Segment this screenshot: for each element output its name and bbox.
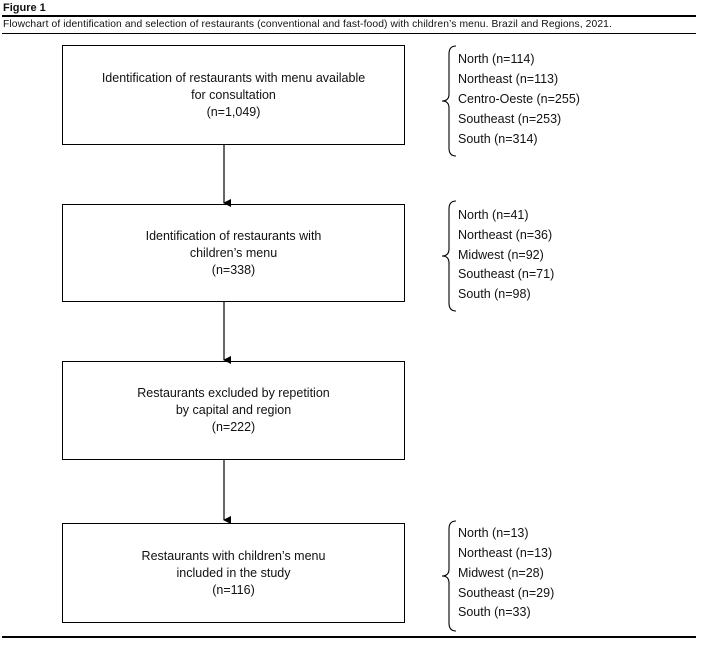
step3-line1: Restaurants excluded by repetition: [137, 386, 330, 400]
step3-box: Restaurants excluded by repetition by ca…: [62, 361, 405, 460]
step4-line2: included in the study: [176, 565, 291, 580]
region-item: Southeast (n=253): [458, 112, 562, 126]
region-item: Southeast (n=29): [458, 586, 555, 600]
region-item: Northeast (n=113): [458, 72, 559, 86]
step1-line1: Identification of restaurants with menu …: [101, 70, 366, 85]
region-item: Midwest (n=28): [458, 566, 544, 580]
region-item: Southeast (n=71): [458, 267, 555, 281]
step4-line1: Restaurants with children’s menu: [141, 548, 326, 563]
region-item: South (n=98): [458, 287, 531, 301]
bottom-rule: [2, 636, 696, 638]
brace-step1: [441, 45, 457, 157]
step4-count: (n=116): [212, 582, 255, 597]
brace-step4: [441, 520, 457, 632]
step4-box: Restaurants with children’s menu include…: [62, 523, 405, 623]
region-item: Midwest (n=92): [458, 248, 544, 262]
step3-count: (n=222): [211, 420, 256, 434]
step2-count: (n=338): [211, 262, 256, 277]
caption-rule: [2, 33, 696, 34]
region-item: South (n=33): [458, 605, 531, 619]
region-item: North (n=13): [458, 526, 529, 540]
figure-label: Figure 1: [3, 2, 46, 14]
brace-step2: [441, 200, 457, 312]
region-item: Northeast (n=36): [458, 228, 553, 242]
step2-line2: children’s menu: [189, 245, 278, 260]
region-item: Centro-Oeste (n=255): [458, 92, 580, 106]
region-item: North (n=41): [458, 208, 529, 222]
step1-line2: for consultation: [191, 87, 276, 102]
step2-box: Identification of restaurants with child…: [62, 204, 405, 302]
step1-count: (n=1,049): [206, 104, 261, 119]
step3-line2: by capital and region: [175, 403, 292, 417]
region-item: North (n=114): [458, 52, 535, 66]
step1-box: Identification of restaurants with menu …: [62, 45, 405, 145]
region-item: Northeast (n=13): [458, 546, 553, 560]
region-item: South (n=314): [458, 132, 538, 146]
top-rule: [2, 15, 696, 17]
step2-line1: Identification of restaurants with: [145, 228, 322, 243]
figure-caption: Flowchart of identification and selectio…: [3, 19, 612, 30]
